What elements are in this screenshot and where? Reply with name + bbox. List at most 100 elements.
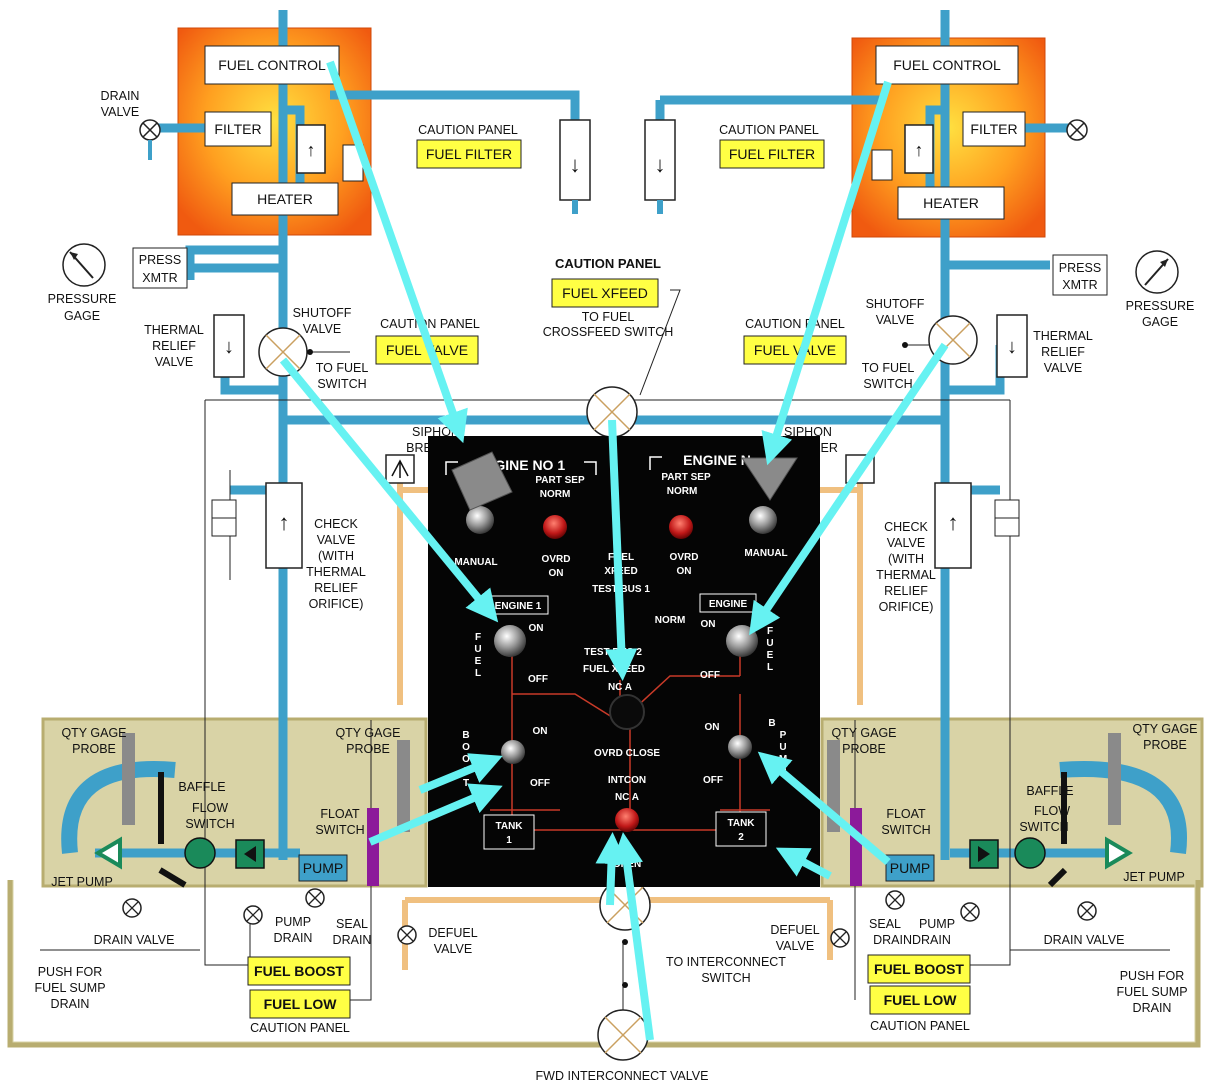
svg-text:↑: ↑ [948,510,959,535]
svg-text:E: E [475,656,482,667]
svg-text:↓: ↓ [1007,336,1017,358]
lbl-qty-7: QTY GAGE [1132,722,1197,736]
lbl-push-left-3: DRAIN [51,997,90,1011]
lbl-interconnect-1: TO INTERCONNECT [666,955,786,969]
lbl-drain-top-2: VALVE [101,105,139,119]
lbl-to-fuel-xfeed-1: TO FUEL [582,310,635,324]
pressure-gage-right-icon [1136,251,1178,293]
flow-switch-right-icon [1015,838,1045,868]
pnl-tank1-1: TANK [495,821,523,832]
pump-label-right: PUMP [890,860,930,876]
lbl-caution-bottom-right: CAUTION PANEL [870,1019,970,1033]
svg-text:B: B [768,718,775,729]
lbl-defuel-left-2: VALVE [434,942,472,956]
pnl-part-sep-1: PART SEP [535,475,585,486]
pnl-engine-no2: ENGINE N [683,452,751,468]
lbl-push-left-2: FUEL SUMP [34,981,105,995]
lbl-float-right-1: FLOAT [886,807,926,821]
lbl-jet-pump-left: JET PUMP [51,875,113,889]
lbl-drain-left: DRAIN VALVE [94,933,175,947]
lbl-shutoff-left-2: VALVE [303,322,341,336]
lbl-defuel-right-1: DEFUEL [770,923,819,937]
svg-text:↓: ↓ [224,336,234,358]
pnl-test-bus2: TEST BUS 2 [584,647,642,658]
fuel-low-text-right: FUEL LOW [884,992,958,1008]
fuel-filter-text-right: FUEL FILTER [729,146,815,162]
pnl-fuel-vertical-1: F U E L [474,632,481,679]
lbl-qty-2: PROBE [72,742,116,756]
fuel-xfeed-switch[interactable] [610,695,644,729]
flow-switch-left-icon [185,838,215,868]
boost-pump2-switch[interactable] [728,735,752,759]
fuel-valve-text-right: FUEL VALVE [754,342,836,358]
lbl-sealdrain-left-2: DRAIN [333,933,372,947]
pnl-ovrd-2a: OVRD [670,552,699,563]
pnl-intcon: INTCON [608,775,646,786]
engine2-fuel-switch[interactable] [726,625,758,657]
lbl-defuel-right-2: VALVE [776,939,814,953]
siphon-breaker-left-icon [386,455,414,483]
pnl-manual-1: MANUAL [454,557,497,568]
svg-text:L: L [475,668,481,679]
part-sep-switch-2[interactable] [669,515,693,539]
pnl-on-3: ON [533,726,548,737]
intcon-switch[interactable] [615,808,639,832]
pressure-gage-left-icon [63,244,105,286]
fuel-control-label-left: FUEL CONTROL [218,57,326,73]
svg-text:O: O [462,754,470,765]
lbl-caution-center: CAUTION PANEL [555,256,661,271]
lbl-check-right-4: THERMAL [876,568,936,582]
pnl-off-3: OFF [530,778,550,789]
svg-text:U: U [474,644,481,655]
lbl-drain-top-1: DRAIN [101,89,140,103]
pnl-ovrd-1a: OVRD [542,554,571,565]
lbl-check-left-3: (WITH [318,549,354,563]
lbl-thermal-left-1: THERMAL [144,323,204,337]
lbl-baffle-left: BAFFLE [178,780,225,794]
lbl-caution-4: CAUTION PANEL [745,317,845,331]
lbl-shutoff-right-2: VALVE [876,313,914,327]
lbl-check-right-1: CHECK [884,520,928,534]
svg-text:F: F [475,632,481,643]
lbl-check-left-4: THERMAL [306,565,366,579]
lbl-qty-6: PROBE [842,742,886,756]
lbl-check-right-6: ORIFICE) [879,600,934,614]
lbl-to-fuel-right-1: TO FUEL [862,361,915,375]
lbl-qty-3: QTY GAGE [335,726,400,740]
heater-label-right: HEATER [923,195,979,211]
callout-arrows [283,62,945,1040]
lbl-pressure-left-2: GAGE [64,309,100,323]
lbl-thermal-right-2: RELIEF [1041,345,1085,359]
pnl-nc-a-2: NC A [615,792,639,803]
pnl-engine1-tag: ENGINE 1 [495,601,542,612]
qty-gage-probe-right-2-icon [1108,733,1121,825]
pnl-on-2: ON [701,619,716,630]
engine2-mode-switch[interactable] [749,506,777,534]
lbl-qty-8: PROBE [1143,738,1187,752]
lbl-to-fuel-xfeed-2: CROSSFEED SWITCH [543,325,674,339]
check-valve-right-icon: ↑ [935,483,1019,568]
boost-pump1-switch[interactable] [501,740,525,764]
fuel-low-text-left: FUEL LOW [264,996,338,1012]
fuel-control-label-right: FUEL CONTROL [893,57,1001,73]
fuel-xfeed-text: FUEL XFEED [562,285,648,301]
svg-text:↑: ↑ [307,140,316,160]
lbl-pumpdrain-left-1: PUMP [275,915,311,929]
lbl-qty-5: QTY GAGE [831,726,896,740]
lbl-check-right-5: RELIEF [884,584,928,598]
filter-label-right: FILTER [970,121,1017,137]
lbl-baffle-right: BAFFLE [1026,784,1073,798]
lbl-defuel-left-1: DEFUEL [428,926,477,940]
pnl-norm-a-2: NORM [667,486,698,497]
pnl-nc-a-1: NC A [608,682,632,693]
engine1-fuel-switch[interactable] [494,625,526,657]
svg-text:↑: ↑ [915,140,924,160]
pnl-fuel-xfeed-h: FUEL XFEED [583,664,645,675]
lbl-check-left-2: VALVE [317,533,355,547]
part-sep-switch-1[interactable] [543,515,567,539]
lbl-push-right-3: DRAIN [1133,1001,1172,1015]
pnl-on-1: ON [529,623,544,634]
lbl-jet-pump-right: JET PUMP [1123,870,1185,884]
qty-gage-probe-left-2-icon [397,740,410,832]
